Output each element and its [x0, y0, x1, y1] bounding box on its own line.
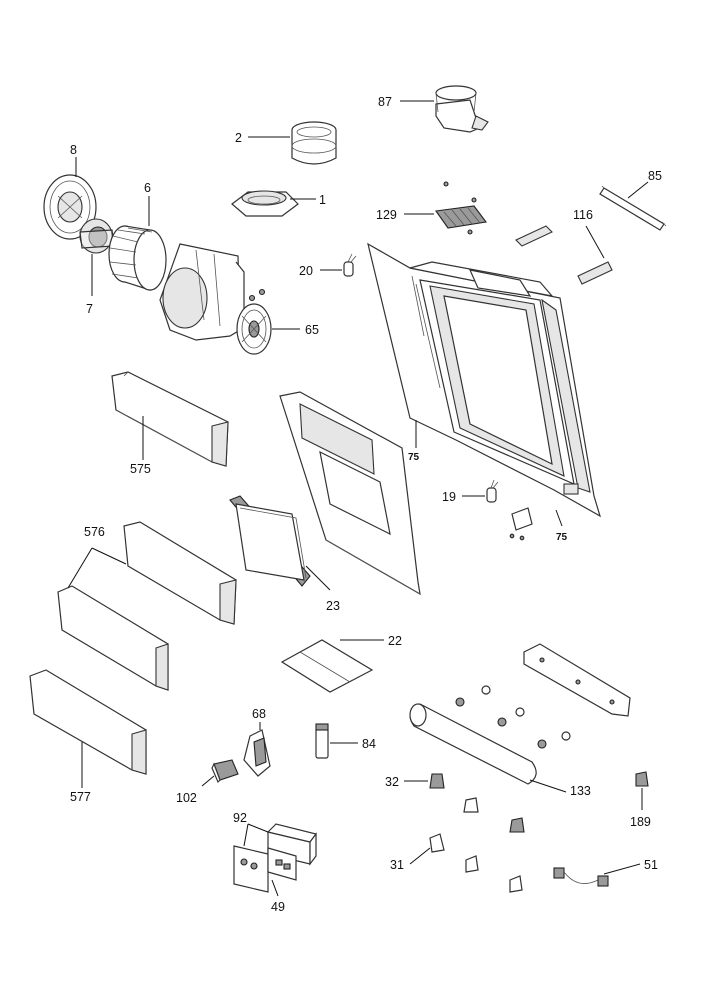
label-6: 6: [144, 181, 151, 195]
label-51: 51: [644, 858, 658, 872]
leader-102: [201, 775, 215, 787]
label-75-left: 75: [408, 452, 420, 463]
part-75-hood-body: [367, 242, 602, 518]
part-20-capacitor: [343, 253, 357, 277]
label-8: 8: [70, 143, 77, 157]
part-129-vent-grille: [435, 181, 487, 235]
part-189-clip: [635, 771, 649, 787]
label-32: 32: [385, 775, 399, 789]
part-2-collar-ring: [291, 121, 337, 165]
label-65: 65: [305, 323, 319, 337]
part-65-inlet-grille: [236, 288, 272, 355]
leader-75-right: [555, 509, 563, 527]
label-129: 129: [376, 208, 397, 222]
part-1-flange: [231, 190, 299, 217]
label-22: 22: [388, 634, 402, 648]
label-23: 23: [326, 599, 340, 613]
part-7-motor: [79, 218, 115, 254]
part-85-rail: [599, 185, 667, 231]
leader-576-b: [67, 547, 93, 589]
leader-51: [603, 863, 641, 875]
part-84-junction-box: [315, 723, 329, 759]
label-87: 87: [378, 95, 392, 109]
label-31: 31: [390, 858, 404, 872]
label-92: 92: [233, 811, 247, 825]
leader-133: [529, 779, 567, 793]
part-22-plate: [280, 639, 374, 693]
part-49-pcb: [233, 845, 297, 893]
leader-23: [305, 565, 331, 591]
label-576: 576: [84, 525, 105, 539]
label-575: 575: [130, 462, 151, 476]
part-575-panel: [111, 371, 229, 467]
part-8-motor-plate: [43, 174, 97, 240]
part-19-capacitor: [486, 479, 499, 503]
label-2: 2: [235, 131, 242, 145]
part-51-cable: [553, 867, 609, 887]
label-116: 116: [573, 208, 593, 222]
leader-49: [271, 879, 279, 897]
part-68-switch-bracket: [243, 729, 271, 777]
leader-92-b: [243, 823, 249, 847]
light-bar-upper: [523, 643, 631, 717]
leader-31: [409, 847, 431, 865]
label-189: 189: [630, 815, 651, 829]
label-49: 49: [271, 900, 285, 914]
part-576-panels: [57, 521, 237, 691]
leader-92-a: [247, 823, 269, 833]
label-68: 68: [252, 707, 266, 721]
label-577: 577: [70, 790, 91, 804]
part-31-lamp-holders: [429, 833, 523, 893]
part-32-clips: [429, 773, 525, 833]
part-133-lamp-tube: [409, 685, 571, 785]
label-102: 102: [176, 791, 197, 805]
part-577-panel: [29, 669, 147, 775]
label-7: 7: [86, 302, 93, 316]
part-6-blower-wheel: [108, 225, 167, 291]
lamp-screws: [455, 685, 571, 749]
part-92-control-box: [266, 823, 318, 866]
part-23-grease-filter: [229, 495, 311, 587]
label-20: 20: [299, 264, 313, 278]
leader-576-a: [91, 547, 127, 565]
blower-housing: [159, 243, 245, 341]
part-87-duct-connector: [435, 85, 489, 133]
label-84: 84: [362, 737, 376, 751]
label-133: 133: [570, 784, 591, 798]
part-102-switch-block: [211, 759, 239, 784]
leader-116: [585, 225, 605, 259]
label-85: 85: [648, 169, 662, 183]
part-116-brackets: [515, 225, 613, 285]
small-bracket: [509, 507, 533, 541]
leader-85: [627, 181, 649, 199]
front-panel: [279, 391, 421, 596]
label-1: 1: [319, 193, 326, 207]
label-75-right: 75: [556, 532, 568, 543]
label-19: 19: [442, 490, 456, 504]
